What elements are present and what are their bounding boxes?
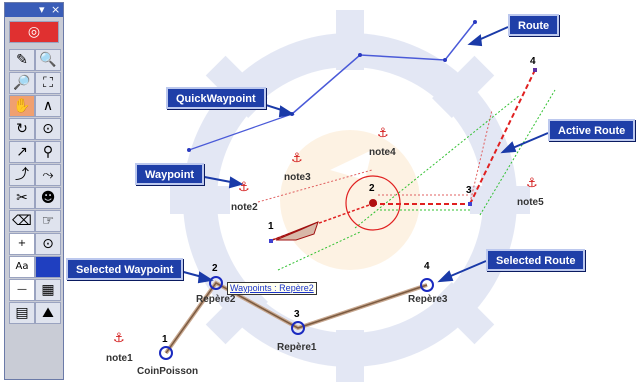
note2-anchor-icon[interactable]: ⚓ [238, 180, 250, 195]
lifebuoy-tool-button[interactable]: ◎ [9, 21, 59, 43]
waypoint-callout: Waypoint [135, 163, 205, 185]
note3-label: note3 [284, 172, 311, 183]
rotate-tool-button[interactable]: ↻ [9, 118, 35, 140]
color-blue-tool-button[interactable] [35, 256, 61, 278]
crosshair-tool-button[interactable]: ⊙ [35, 233, 61, 255]
active-route-num-2: 2 [369, 183, 375, 194]
zoom-area-icon: ⛶ [43, 75, 53, 91]
note4-label: note4 [369, 147, 396, 158]
active-route-num-4: 4 [530, 56, 536, 67]
selected-route[interactable] [159, 276, 434, 360]
selected-route-num-3: 3 [294, 309, 300, 320]
plus-icon: + [17, 238, 27, 249]
active-route-num-3: 3 [466, 185, 472, 196]
note1-anchor-icon[interactable]: ⚓ [113, 331, 125, 346]
hand-pointer-tool-button[interactable]: ☞ [35, 210, 61, 232]
waypoint-tooltip[interactable]: Waypoints : Repère2 [227, 282, 317, 295]
note3-anchor-icon[interactable]: ⚓ [291, 151, 303, 166]
waypoint-label-repere2: Repère2 [196, 294, 236, 305]
minus-tool-button[interactable]: — [9, 279, 35, 301]
pattern-icon: ▦ [41, 282, 55, 298]
quickwaypoint-callout: QuickWaypoint [166, 87, 266, 109]
tool-palette[interactable]: ▾ × ◎ ✎ 🔍 🔎 ⛶ ✋ ∧ ↻ ⊙ ↗ ⚲ ⤴ ⤳ ✂ ☻ ⌫ ☞ + ⊙ Aa — ▦ ▤ ⛰ [4, 2, 64, 380]
selected-waypoint-callout: Selected Waypoint [66, 258, 184, 280]
zoom-out-icon: 🔎 [13, 75, 31, 91]
selected-route-num-4: 4 [424, 261, 430, 272]
active-route-num-1: 1 [268, 221, 274, 232]
table-icon: ▤ [15, 305, 29, 321]
crosshair-icon: ⊙ [42, 236, 54, 252]
eraser-icon: ⌫ [12, 213, 32, 229]
pencil-icon: ✎ [16, 52, 28, 68]
active-waypoint-circle [345, 175, 401, 231]
pattern-tool-button[interactable]: ▦ [35, 279, 61, 301]
scissors-tool-button[interactable]: ✂ [9, 187, 35, 209]
table-tool-button[interactable]: ▤ [9, 302, 35, 324]
measure-icon: ↗ [16, 144, 28, 160]
route-tool-button[interactable]: ⤴ [9, 164, 35, 186]
note2-label: note2 [231, 202, 258, 213]
draw-line-icon: ∧ [42, 98, 54, 114]
plus-tool-button[interactable]: + [9, 233, 35, 255]
rotate-icon: ↻ [16, 121, 28, 137]
target-icon: ⊙ [42, 121, 54, 137]
marker-tool-button[interactable]: ⚲ [35, 141, 61, 163]
pan-hand-icon: ✋ [13, 98, 31, 114]
palette-menu-icon[interactable]: ▾ [39, 3, 45, 16]
note4-anchor-icon[interactable]: ⚓ [377, 126, 389, 141]
map-icon: ⛰ [42, 305, 54, 321]
text-box-icon: Aa [15, 261, 29, 272]
minus-icon: — [17, 284, 27, 295]
palette-close-icon[interactable]: × [51, 3, 61, 16]
route-icon: ⤴ [15, 167, 29, 183]
smiley-tool-button[interactable]: ☻ [35, 187, 61, 209]
active-route-callout: Active Route [548, 119, 636, 141]
zoom-in-tool-button[interactable]: 🔍 [35, 49, 61, 71]
marker-icon: ⚲ [42, 144, 54, 160]
pencil-tool-button[interactable]: ✎ [9, 49, 35, 71]
text-box-tool-button[interactable]: Aa [9, 256, 35, 278]
green-guide-lines [277, 89, 556, 271]
quickwaypoint-line[interactable] [188, 113, 293, 151]
route-callout: Route [508, 14, 560, 36]
route-line[interactable] [291, 21, 476, 115]
active-route[interactable] [269, 68, 537, 243]
hand-pointer-icon: ☞ [41, 213, 55, 229]
smiley-icon: ☻ [40, 190, 56, 206]
selected-route-num-1: 1 [162, 334, 168, 345]
zoom-area-tool-button[interactable]: ⛶ [35, 72, 61, 94]
scissors-icon: ✂ [16, 190, 28, 206]
waypoint-label-coinpoisson: CoinPoisson [137, 366, 199, 377]
pan-hand-tool-button[interactable]: ✋ [9, 95, 35, 117]
active-waypoint-marker[interactable] [369, 199, 377, 207]
lifebuoy-icon: ◎ [27, 24, 41, 40]
note5-anchor-icon[interactable]: ⚓ [526, 176, 538, 191]
red-guide-lines [257, 109, 493, 204]
note5-label: note5 [517, 197, 544, 208]
measure-tool-button[interactable]: ↗ [9, 141, 35, 163]
zoom-out-tool-button[interactable]: 🔎 [9, 72, 35, 94]
quickwaypoint-point[interactable] [187, 148, 191, 152]
draw-line-tool-button[interactable]: ∧ [35, 95, 61, 117]
route-edit-icon: ⤳ [42, 167, 54, 183]
route-edit-tool-button[interactable]: ⤳ [35, 164, 61, 186]
zoom-in-icon: 🔍 [39, 52, 57, 68]
watermark-wheel [170, 10, 530, 382]
waypoint-label-repere1: Repère1 [277, 342, 317, 353]
map-tool-button[interactable]: ⛰ [35, 302, 61, 324]
waypoint-label-repere3: Repère3 [408, 294, 448, 305]
tool-palette-titlebar[interactable]: ▾ × [5, 3, 63, 17]
selected-route-callout: Selected Route [486, 249, 586, 271]
target-tool-button[interactable]: ⊙ [35, 118, 61, 140]
boat-icon [269, 221, 319, 242]
eraser-tool-button[interactable]: ⌫ [9, 210, 35, 232]
note1-label: note1 [106, 353, 133, 364]
selected-route-num-2: 2 [212, 263, 218, 274]
